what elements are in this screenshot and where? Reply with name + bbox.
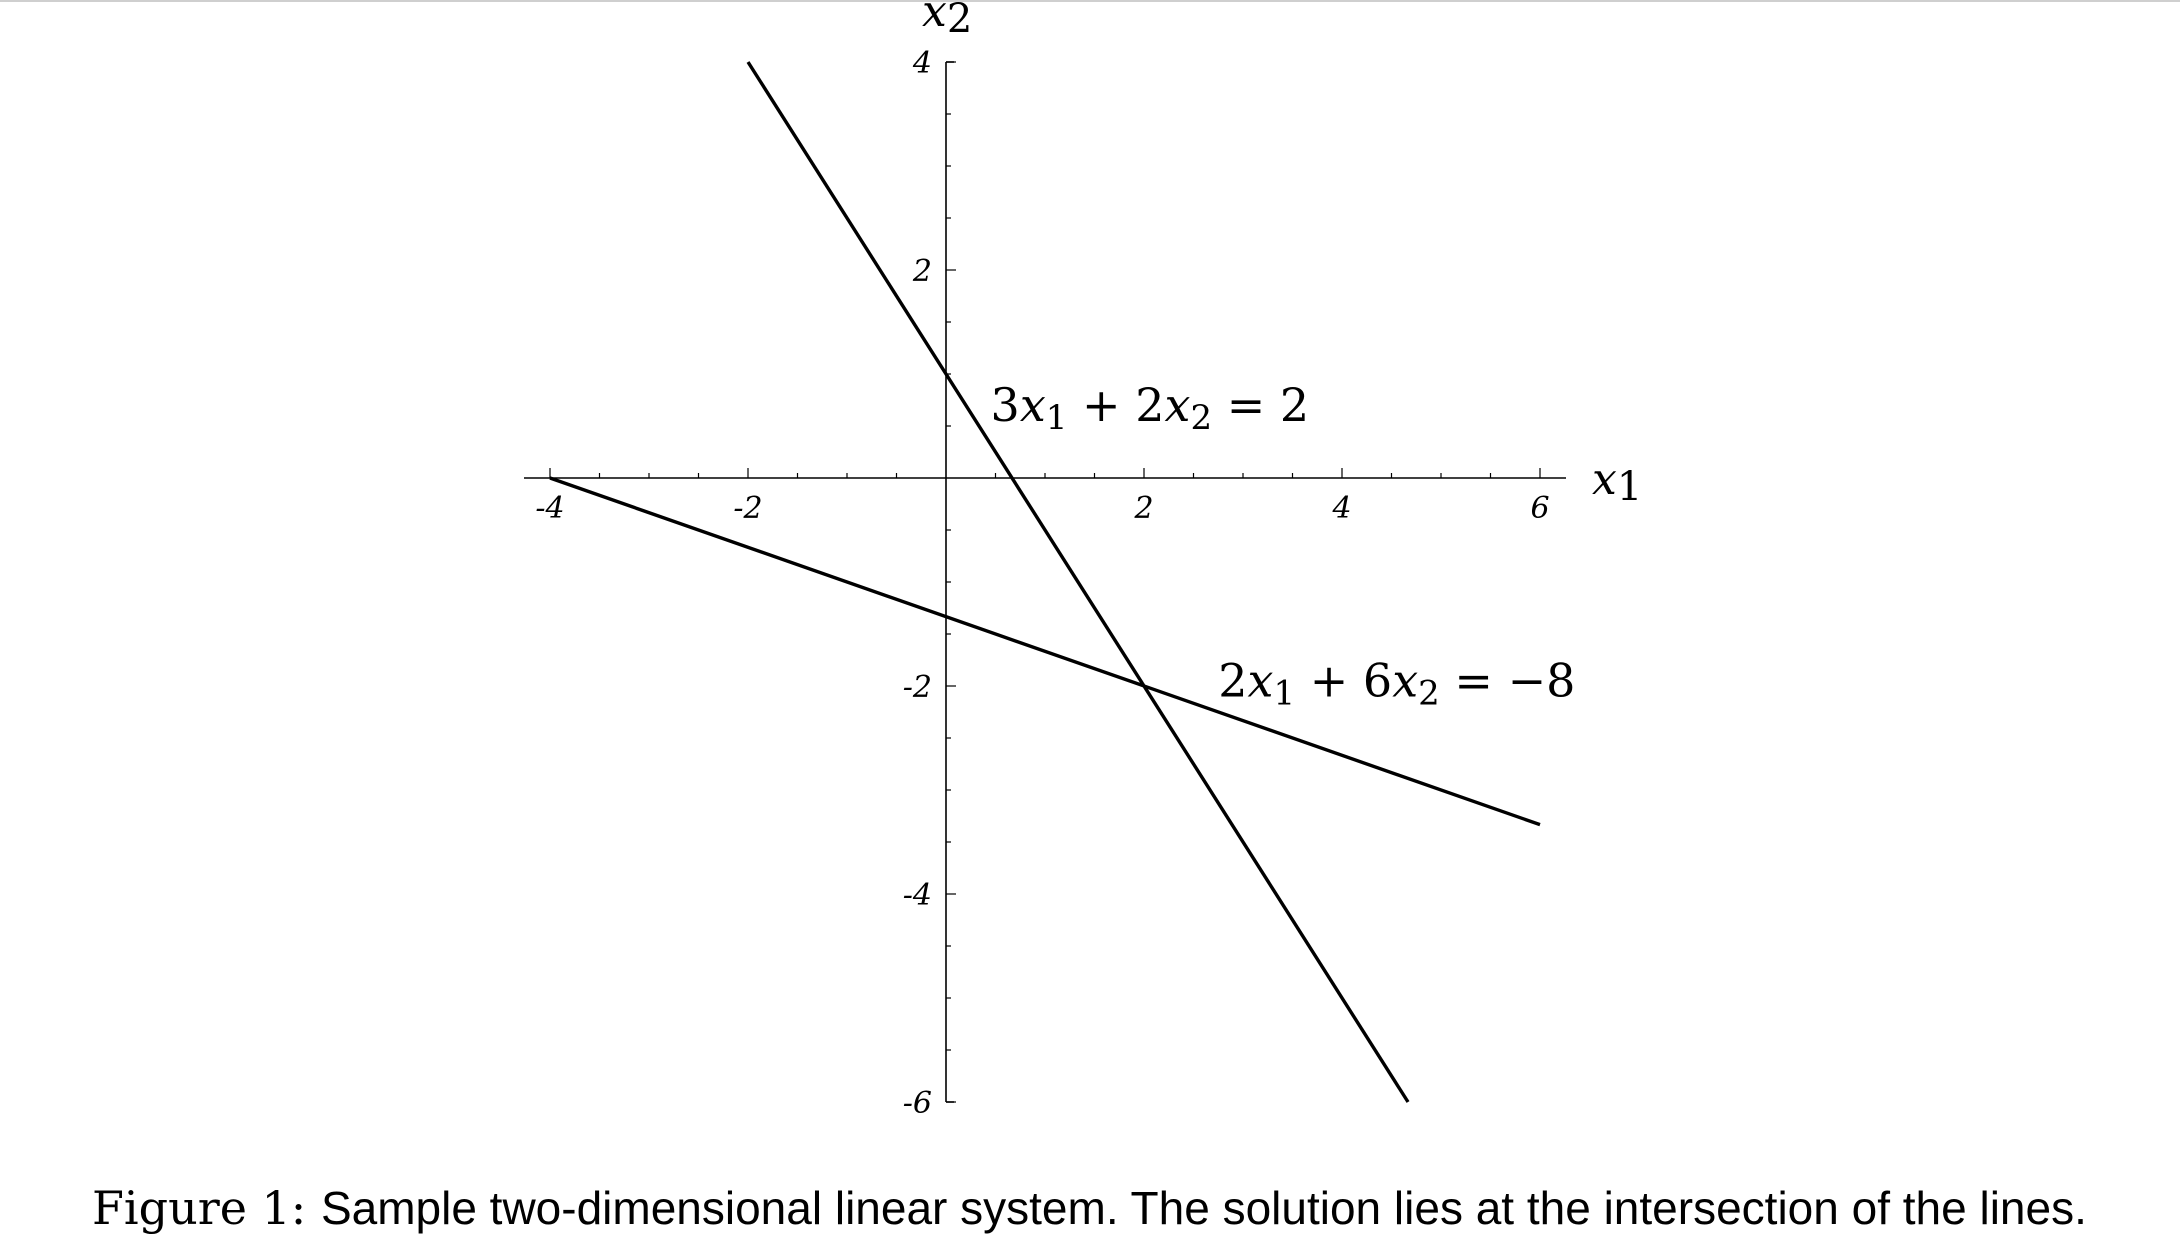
equation-label-2: 2x1 + 6x2 = −8 [1218, 653, 1575, 713]
series-line-1 [746, 61, 1410, 1103]
caption-prefix: Figure 1: [92, 1181, 307, 1235]
y-tick-label: -2 [903, 670, 932, 705]
page-top-rule [0, 0, 2180, 2]
x-tick-label: 4 [1331, 491, 1351, 526]
y-tick-label: -4 [903, 878, 932, 913]
labels: -4 -2 2 4 6 4 2 -2 -4 -6 x2 x1 3x1 + 2x2 = 2 2x1 + 6x… [535, 0, 1642, 1121]
x-axis-title: x1 [1592, 454, 1642, 510]
ticks [549, 61, 1541, 1103]
y-tick-label: -6 [903, 1086, 932, 1121]
figure-caption: Figure 1: Sample two-dimensional linear … [92, 1178, 2152, 1238]
caption-text: Sample two-dimensional linear system. Th… [320, 1182, 2087, 1234]
x-tick-label: 6 [1530, 491, 1549, 526]
y-tick-label: 4 [912, 46, 932, 81]
equation-label-1: 3x1 + 2x2 = 2 [991, 378, 1310, 438]
series-lines [549, 61, 1541, 1103]
y-tick-label: 2 [912, 254, 932, 289]
x-tick-label: -4 [535, 491, 564, 526]
linear-system-chart: -4 -2 2 4 6 4 2 -2 -4 -6 x2 x1 3x1 + 2x2 = 2 2x1 + 6x… [524, 0, 1642, 1121]
series-line-2 [549, 476, 1541, 827]
axes [524, 61, 1566, 1103]
x-tick-label: -2 [733, 491, 762, 526]
y-axis-title: x2 [922, 0, 972, 42]
x-tick-label: 2 [1133, 491, 1153, 526]
